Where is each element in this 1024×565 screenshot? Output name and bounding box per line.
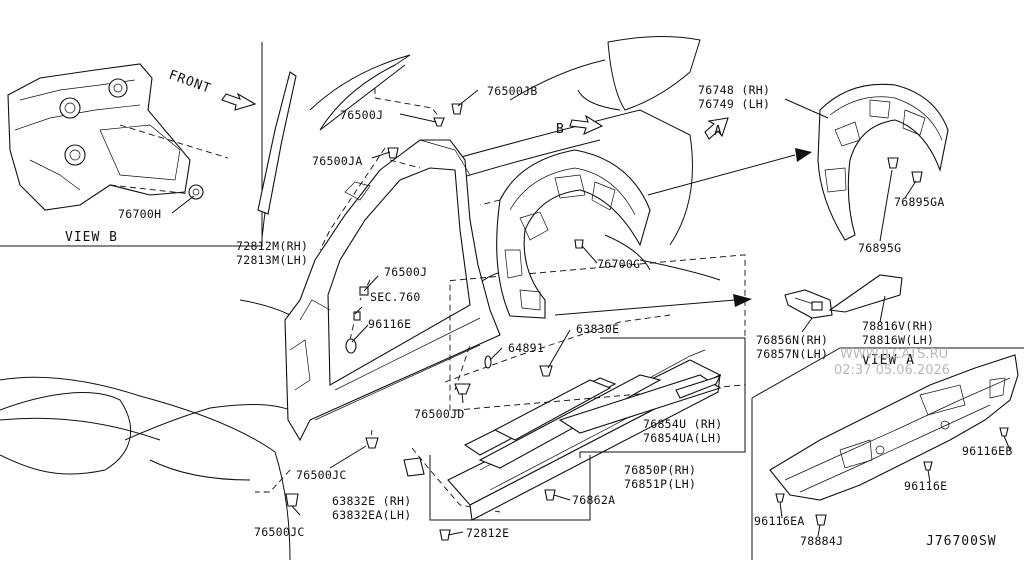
trim-clip-parts (784, 274, 903, 319)
car-body-outline (0, 35, 721, 561)
part-label-76857N[interactable]: 76857N(LH) (756, 347, 828, 361)
part-label-76500J-mid[interactable]: 76500J (384, 265, 427, 279)
part-label-76500J-top[interactable]: 76500J (340, 108, 383, 122)
wheel-arch-liner-right (817, 83, 949, 241)
part-label-76851P[interactable]: 76851P(LH) (624, 477, 696, 491)
watermark: WWW.ILCATS.RU 02:37 05.06.2026 (834, 347, 950, 378)
part-label-76895GA[interactable]: 76895GA (894, 195, 945, 209)
view-a-inset (751, 347, 1024, 560)
drawing-code: J76700SW (926, 534, 997, 549)
part-label-76895G[interactable]: 76895G (858, 241, 901, 255)
part-label-76854U[interactable]: 76854U (RH) (643, 417, 722, 431)
marker-b: B (556, 122, 565, 137)
part-label-76856N[interactable]: 76856N(RH) (756, 333, 828, 347)
part-label-96116E-left[interactable]: 96116E (368, 317, 411, 331)
view-b-label: VIEW B (65, 230, 118, 245)
side-sill-assembly (447, 254, 746, 521)
part-label-76700H[interactable]: 76700H (118, 207, 161, 221)
part-label-76850P[interactable]: 76850P(RH) (624, 463, 696, 477)
part-label-76500JA[interactable]: 76500JA (312, 154, 363, 168)
part-label-96116E-right[interactable]: 96116E (904, 479, 947, 493)
front-label: FRONT (167, 68, 214, 97)
part-label-72812E[interactable]: 72812E (466, 526, 509, 540)
watermark-site: WWW.ILCATS.RU (840, 347, 948, 362)
part-labels: 76500J 76500JB 76500JA 72812M(RH) 72813M… (236, 83, 1013, 549)
part-label-sec760[interactable]: SEC.760 (370, 290, 421, 304)
flow-arrows (554, 114, 812, 316)
part-label-72813M[interactable]: 72813M(LH) (236, 253, 308, 267)
part-label-78816V[interactable]: 78816V(RH) (862, 319, 934, 333)
part-label-76500JC-b[interactable]: 76500JC (254, 525, 305, 539)
part-label-76500JD[interactable]: 76500JD (414, 407, 465, 421)
part-label-76854UA[interactable]: 76854UA(LH) (643, 431, 722, 445)
wheel-arch-liner-left (479, 149, 651, 319)
view-b-inset: FRONT VIEW B 76700H (0, 42, 263, 247)
part-label-76749[interactable]: 76749 (LH) (698, 97, 770, 111)
watermark-timestamp: 02:37 05.06.2026 (834, 363, 950, 378)
marker-a: A (714, 124, 723, 139)
part-label-63832E[interactable]: 63832E (RH) (332, 494, 411, 508)
side-body-panel (257, 71, 501, 442)
part-label-72812M[interactable]: 72812M(RH) (236, 239, 308, 253)
part-label-63830E[interactable]: 63830E (576, 322, 619, 336)
part-label-96116EA[interactable]: 96116EA (754, 514, 805, 528)
part-label-64891[interactable]: 64891 (508, 341, 544, 355)
part-label-63832EA[interactable]: 63832EA(LH) (332, 508, 411, 522)
leader-lines (261, 89, 1011, 537)
part-label-76500JC-a[interactable]: 76500JC (296, 468, 347, 482)
part-label-76700G[interactable]: 76700G (597, 257, 640, 271)
part-label-78816W[interactable]: 78816W(LH) (862, 333, 934, 347)
part-label-76748[interactable]: 76748 (RH) (698, 83, 770, 97)
view-a-label: VIEW A (862, 353, 915, 368)
part-label-76500JB[interactable]: 76500JB (487, 84, 538, 98)
part-label-96116EB[interactable]: 96116EB (962, 444, 1013, 458)
part-label-76862A[interactable]: 76862A (572, 493, 615, 507)
part-label-78884J[interactable]: 78884J (800, 534, 843, 548)
